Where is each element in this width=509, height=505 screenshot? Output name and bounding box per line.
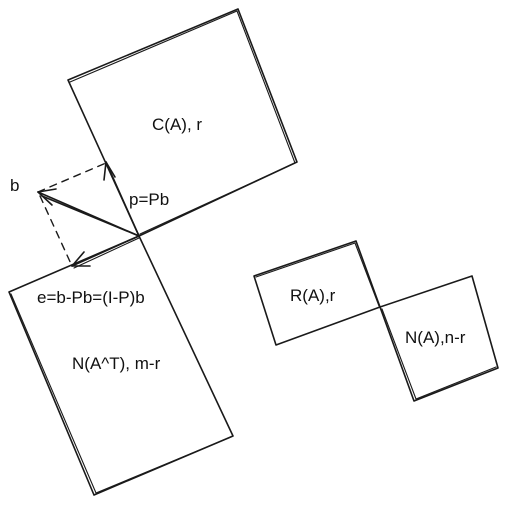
projection-p-arrow [103,161,140,237]
dashed-construction-lines [37,162,107,267]
left-nullspace-box [8,235,234,496]
error-e-arrow [71,235,140,269]
vector-b-arrow [37,188,140,237]
projection-label: p=Pb [129,190,169,209]
vector-b-label: b [10,176,19,195]
error-label: e=b-Pb=(I-P)b [37,288,145,307]
nullspace-box [379,275,499,402]
left-nullspace-label: N(A^T), m-r [72,354,161,373]
row-space-label: R(A),r [290,286,336,305]
column-space-label: C(A), r [152,115,202,134]
nullspace-label: N(A),n-r [405,328,466,347]
